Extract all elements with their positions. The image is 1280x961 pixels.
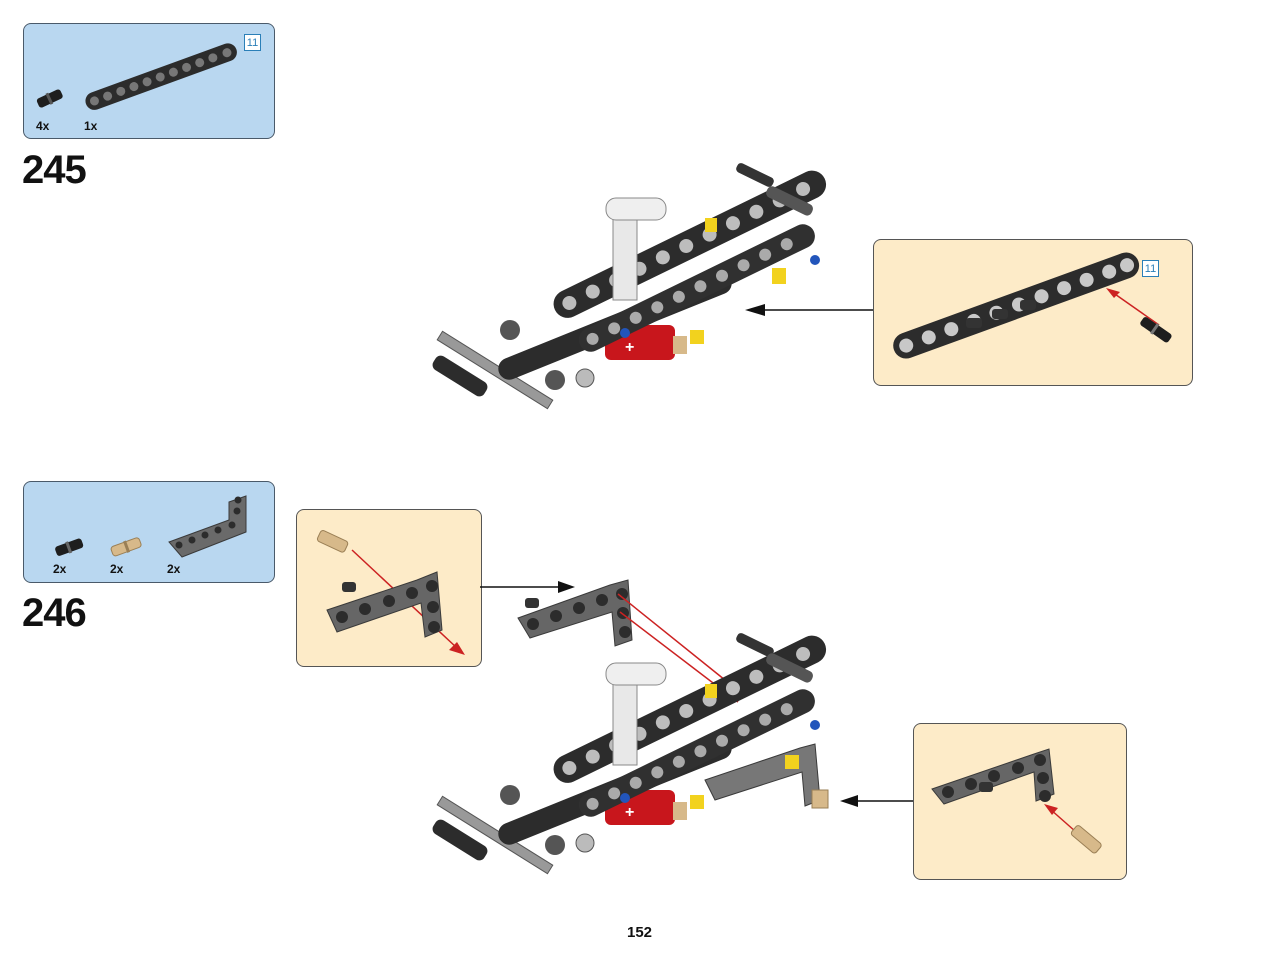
callout-illustration (893, 252, 1172, 359)
parts-illustration (55, 495, 247, 558)
part-quantity: 4x (36, 119, 50, 133)
parts-box-step-245: 11 4x 1x (23, 23, 275, 139)
part-quantity: 2x (53, 562, 67, 576)
technic-beam-11-icon (85, 43, 237, 110)
beam-length-badge: 11 (244, 34, 261, 51)
friction-pin-black-icon (36, 89, 63, 108)
parts-box-step-246: 2x 2x 2x (23, 481, 275, 583)
callout-step-246-left (296, 509, 482, 667)
friction-pin-black-icon (55, 538, 84, 556)
page-number: 152 (627, 924, 653, 941)
l-beam-3x5-icon (168, 495, 247, 558)
step-number: 245 (22, 148, 87, 192)
part-quantity: 1x (84, 119, 98, 133)
svg-text:+: + (625, 804, 634, 821)
callout-step-246-right (913, 723, 1127, 880)
callout-illustration (931, 748, 1102, 854)
chassis-assembly-245: + (432, 163, 827, 410)
callout-step-245: 11 (873, 239, 1193, 386)
callout-illustration (316, 530, 465, 655)
parts-illustration (36, 43, 237, 110)
part-quantity: 2x (167, 562, 181, 576)
step-number: 246 (22, 591, 87, 635)
beam-length-badge: 11 (1142, 260, 1159, 277)
part-quantity: 2x (110, 562, 124, 576)
axle-pin-tan-icon (110, 537, 142, 557)
svg-text:+: + (625, 339, 634, 356)
